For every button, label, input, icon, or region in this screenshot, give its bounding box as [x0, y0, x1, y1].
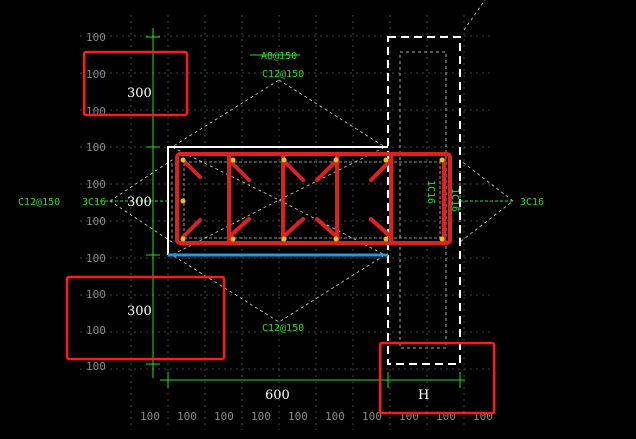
stirrup-outer — [175, 152, 452, 245]
rebar-cage — [175, 152, 452, 245]
dimension-lines — [95, 28, 513, 388]
row-label: 100 — [86, 215, 106, 228]
dim-bottom-height: 300 — [127, 304, 152, 319]
row-label: 100 — [86, 324, 106, 337]
top-distribution-label: C12@150 — [262, 69, 304, 80]
left-distribution-label: C12@150 — [18, 197, 60, 208]
col-label: 100 — [288, 410, 308, 423]
grid-row-labels: 100 100 100 100 100 100 100 100 100 100 — [86, 31, 106, 373]
col-label: 100 — [362, 410, 382, 423]
dim-width: 600 — [265, 388, 290, 403]
col-label: 100 — [214, 410, 234, 423]
col-label: 100 — [177, 410, 197, 423]
vertical-bar-label-a: 1C16 — [425, 180, 436, 204]
dim-h: H — [418, 388, 429, 403]
grid-col-labels: 100 100 100 100 100 100 100 100 100 100 — [140, 410, 493, 423]
row-label: 100 — [86, 178, 106, 191]
highlight-boxes — [65, 50, 496, 415]
rebar-nodes — [180, 157, 445, 242]
vertical-bar-label-b: 1C16 — [449, 188, 460, 212]
highlight-top-dimension — [82, 50, 189, 117]
col-label: 100 — [140, 410, 160, 423]
row-label: 100 — [86, 360, 106, 373]
row-label: 100 — [86, 68, 106, 81]
distribution-envelopes — [109, 0, 514, 323]
highlight-h-dimension — [378, 341, 496, 415]
dim-mid-height: 300 — [127, 195, 152, 210]
row-label: 100 — [86, 252, 106, 265]
col-label: 100 — [325, 410, 345, 423]
stirrup-label: A8@150 — [261, 51, 297, 62]
dim-top-height: 300 — [127, 86, 152, 101]
row-label: 100 — [86, 288, 106, 301]
right-main-bar-label: 3C16 — [520, 197, 544, 208]
highlight-bottom-dimension — [65, 275, 226, 361]
row-label: 100 — [86, 31, 106, 44]
left-main-bar-label: 3C16 — [82, 197, 106, 208]
col-label: 100 — [251, 410, 271, 423]
wall-outline — [167, 146, 441, 257]
bottom-distribution-label: C12@150 — [262, 323, 304, 334]
row-label: 100 — [86, 141, 106, 154]
